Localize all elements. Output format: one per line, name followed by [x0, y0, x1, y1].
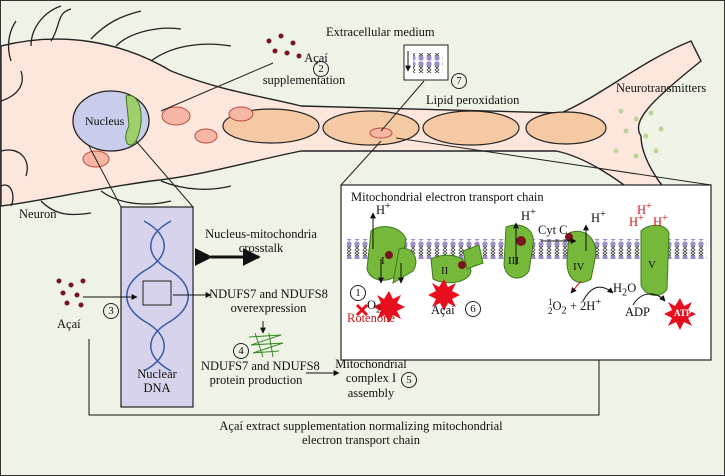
- step-3: 3: [103, 303, 119, 319]
- step-5: 5: [401, 372, 417, 388]
- acai-etc-label: Açaí: [431, 303, 455, 317]
- complex-III: III: [508, 255, 519, 267]
- complex-I: I: [381, 255, 385, 267]
- complex-V: V: [648, 259, 656, 271]
- nuclear-dna-panel: [120, 206, 194, 408]
- bottom-caption: Açaí extract supplementation normalizing…: [219, 419, 503, 448]
- hplus-5a: H+: [637, 201, 652, 218]
- inhibition-x-icon: [355, 303, 369, 317]
- neurotransmitters-label: Neurotransmitters: [616, 81, 707, 95]
- adp-label: ADP: [625, 305, 651, 319]
- ros-burst-icon: [373, 279, 696, 330]
- hplus-5c: H+: [653, 213, 668, 230]
- complex-II: II: [441, 265, 449, 277]
- acai-supp-label2: supplementation: [262, 73, 346, 87]
- protein-icon: [248, 332, 284, 358]
- nucleus-label: Nucleus: [85, 114, 125, 128]
- rotenone-label: Rotenone: [347, 311, 395, 325]
- acai-berry-icon: [266, 33, 302, 59]
- step-1: 1: [350, 285, 366, 301]
- neuron-label: Neuron: [19, 207, 57, 221]
- myelin-sheaths: [222, 108, 607, 146]
- acai-left-label: Açaí: [57, 317, 81, 331]
- extracellular-label: Extracellular medium: [326, 25, 435, 39]
- step-6: 6: [465, 301, 481, 317]
- hplus-5b: H+: [629, 213, 644, 230]
- metc-title: Mitochondrial electron transport chain: [351, 190, 544, 204]
- hplus-4: H+: [591, 209, 606, 226]
- h2o-label: H2O: [613, 281, 637, 299]
- dendrites: [1, 5, 232, 216]
- neurotransmitter-dots: [613, 108, 664, 159]
- cytc-label: Cyt C: [538, 223, 568, 237]
- atp-label: ATP: [674, 308, 692, 318]
- dna-helix: [126, 220, 189, 372]
- o2-label: O2: [367, 298, 382, 316]
- step-7: 7: [451, 73, 467, 89]
- hplus-3: H+: [521, 207, 536, 224]
- complex-IV: IV: [573, 261, 585, 273]
- hplus-1: H+: [376, 201, 391, 218]
- step-2: 2: [313, 61, 329, 77]
- step-4: 4: [233, 343, 249, 359]
- lipid-label: Lipid peroxidation: [426, 93, 520, 107]
